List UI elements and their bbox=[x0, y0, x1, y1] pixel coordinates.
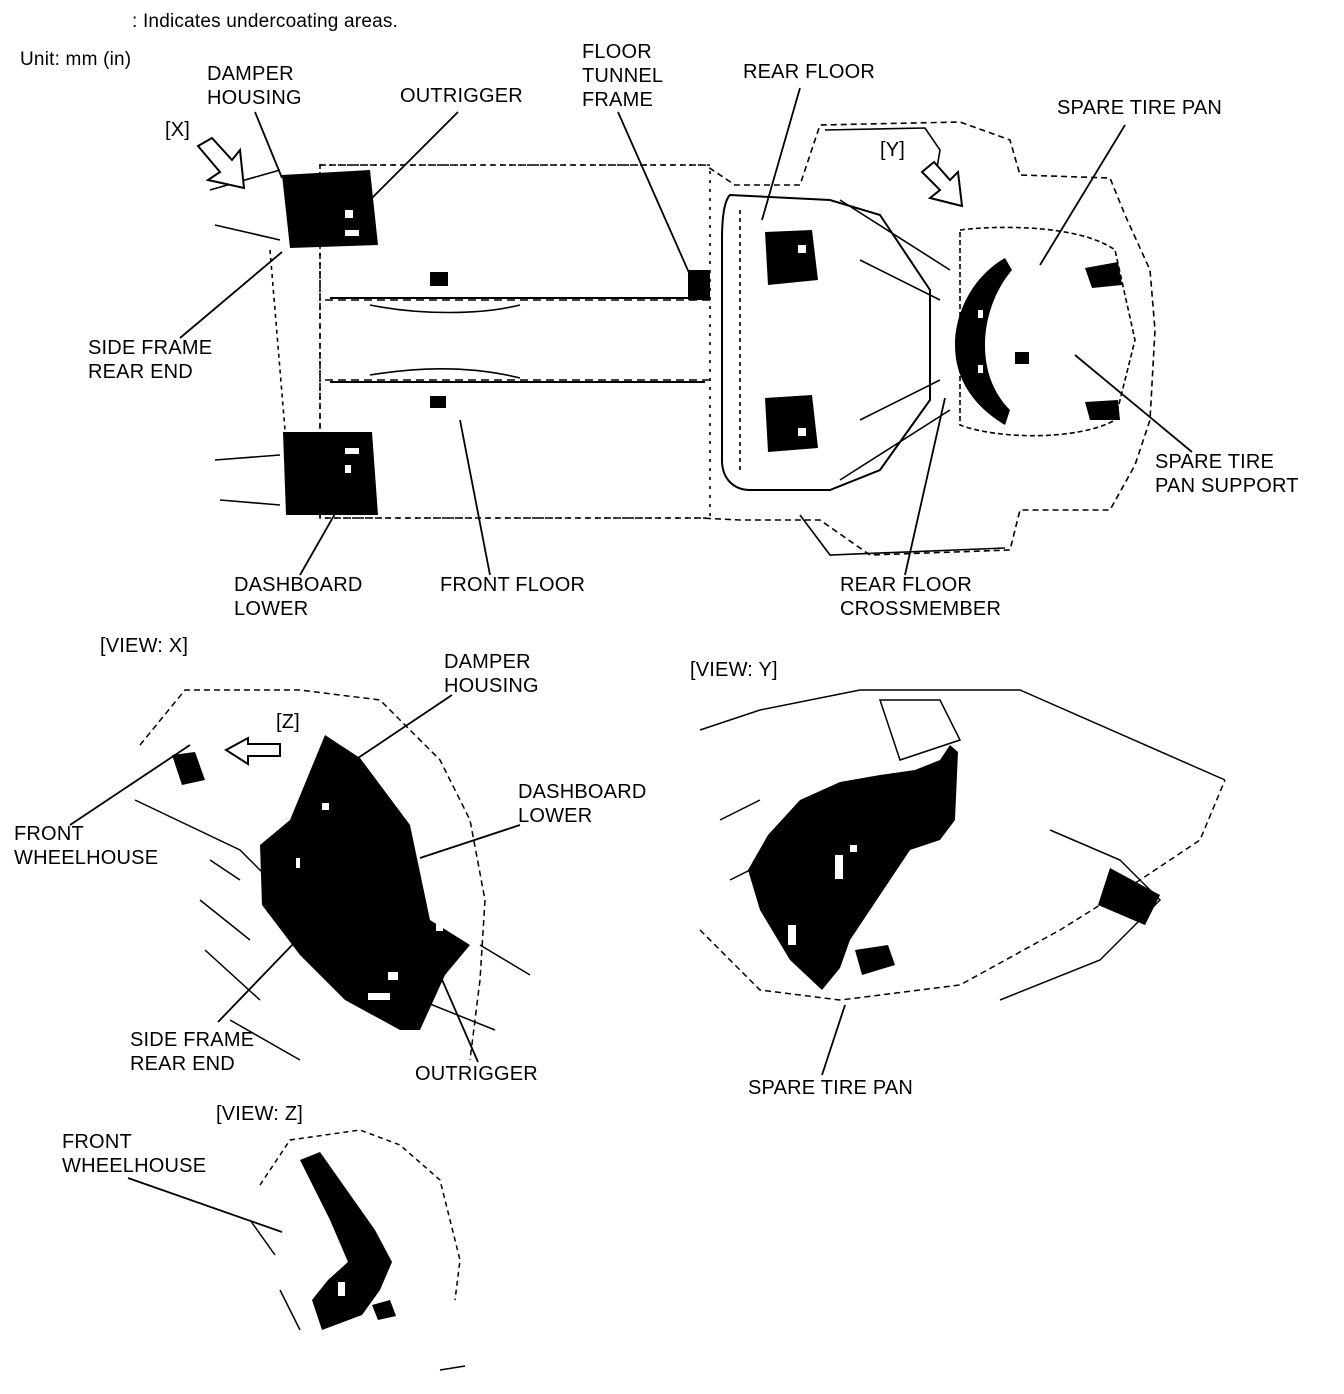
undercoat-upper-damper bbox=[282, 170, 378, 248]
view-x-label-dashboard-lower: DASHBOARD LOWER bbox=[518, 781, 647, 827]
view-y-marker: [Y] bbox=[880, 139, 906, 161]
label-spare-tire-pan: SPARE TIRE PAN bbox=[1057, 97, 1223, 119]
view-z-undercoat-tabs bbox=[338, 1282, 345, 1296]
view-z-leader-lines bbox=[127, 1177, 283, 1233]
legend-text: : Indicates undercoating areas. bbox=[132, 11, 399, 32]
view-y-title: [VIEW: Y] bbox=[690, 659, 778, 681]
view-x-title: [VIEW: X] bbox=[100, 635, 189, 657]
undercoat-tunnel-mark-upper bbox=[430, 272, 448, 286]
label-dashboard-lower: DASHBOARD LOWER bbox=[234, 574, 363, 620]
label-rear-floor: REAR FLOOR bbox=[743, 61, 876, 83]
view-x-arrow-icon bbox=[196, 136, 246, 190]
view-y-arrow-icon bbox=[920, 160, 964, 208]
view-x-marker: [X] bbox=[165, 119, 191, 141]
view-x-label-outrigger: OUTRIGGER bbox=[415, 1063, 538, 1085]
view-y-leader-lines bbox=[821, 1004, 846, 1076]
view-x-label-front-wheelhouse: FRONT WHEELHOUSE bbox=[14, 823, 159, 869]
main-undercoat-areas bbox=[282, 170, 1122, 515]
view-z-diagram bbox=[249, 1129, 466, 1371]
label-spare-tire-pan-support: SPARE TIRE PAN SUPPORT bbox=[1155, 451, 1299, 497]
view-x-label-damper-housing: DAMPER HOUSING bbox=[444, 651, 539, 697]
undercoat-pan-support-upper bbox=[1085, 262, 1122, 288]
label-front-floor: FRONT FLOOR bbox=[440, 574, 586, 596]
undercoat-tunnel-frame bbox=[688, 270, 710, 300]
label-floor-tunnel-frame: FLOOR TUNNEL FRAME bbox=[582, 41, 664, 111]
undercoat-pan-support-lower bbox=[1085, 400, 1120, 420]
view-z-undercoat bbox=[300, 1152, 396, 1330]
view-x-diagram bbox=[134, 689, 531, 1061]
view-y-label-spare-tire-pan: SPARE TIRE PAN bbox=[748, 1077, 914, 1099]
view-z-label-front-wheelhouse: FRONT WHEELHOUSE bbox=[62, 1131, 207, 1177]
label-side-frame-rear-end: SIDE FRAME REAR END bbox=[88, 337, 213, 383]
undercoat-rear-floor-lower bbox=[765, 395, 818, 452]
label-damper-housing: DAMPER HOUSING bbox=[207, 63, 302, 109]
undercoat-tunnel-mark-lower bbox=[430, 396, 446, 408]
undercoat-lower-damper bbox=[283, 432, 378, 515]
view-x-undercoat-tabs bbox=[296, 803, 443, 1000]
view-x-undercoat bbox=[172, 735, 470, 1030]
label-outrigger: OUTRIGGER bbox=[400, 85, 523, 107]
undercoat-spare-pan-front bbox=[955, 258, 1012, 425]
view-y-undercoat bbox=[748, 745, 1160, 990]
label-rear-floor-crossmember: REAR FLOOR CROSSMEMBER bbox=[840, 574, 1002, 620]
view-z-title: [VIEW: Z] bbox=[216, 1103, 303, 1125]
main-undercoat-tabs bbox=[345, 210, 983, 473]
view-x-label-side-frame-rear-end: SIDE FRAME REAR END bbox=[130, 1029, 255, 1075]
undercoat-rear-floor-upper bbox=[765, 230, 818, 285]
undercoat-pan-mark bbox=[1015, 352, 1029, 364]
view-y-undercoat-tabs bbox=[788, 845, 857, 945]
view-z-arrow-icon bbox=[224, 736, 281, 766]
main-leader-lines bbox=[179, 87, 1193, 576]
view-y-diagram bbox=[699, 689, 1226, 1001]
view-x-leader-lines bbox=[69, 694, 521, 1063]
view-z-marker: [Z] bbox=[276, 711, 300, 733]
unit-label: Unit: mm (in) bbox=[20, 49, 132, 70]
